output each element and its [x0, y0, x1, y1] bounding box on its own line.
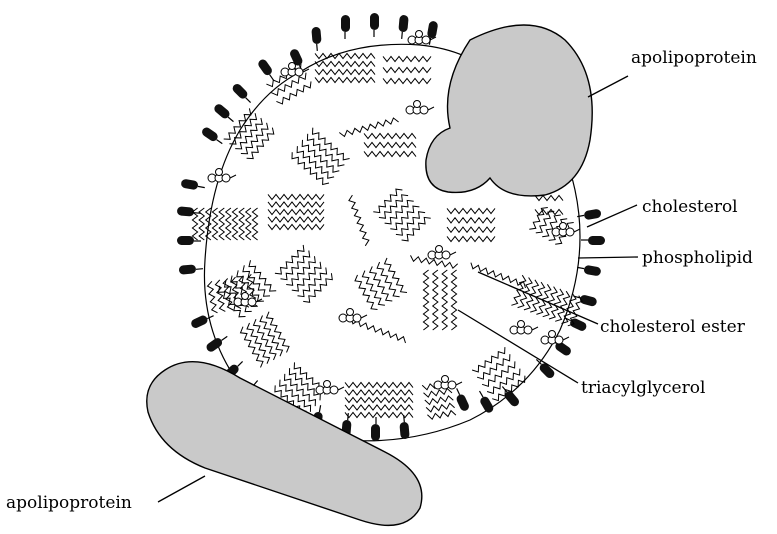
tail-bundle-7 [241, 312, 290, 368]
leader-phospholipid [578, 257, 638, 258]
cholesterol-9 [510, 321, 538, 335]
phospholipid-head-4 [398, 15, 409, 40]
cholesterol-7 [428, 246, 456, 260]
phospholipid-head-3 [370, 13, 379, 37]
cholesterol-10 [316, 381, 344, 395]
core-lipid-9 [364, 133, 416, 156]
label-cholesterol: cholesterol [642, 197, 738, 217]
tail-bundle-9 [345, 382, 413, 417]
core-lipid-7 [447, 208, 495, 241]
phospholipid-head-22 [399, 415, 410, 440]
tail-bundle-5 [192, 208, 257, 240]
core-lipid-4 [373, 189, 430, 241]
label-triacylglycerol: triacylglycerol [581, 378, 705, 398]
tail-bundle-13 [529, 208, 573, 245]
tail-bundle-1 [315, 53, 375, 82]
label-cholesterol-ester: cholesterol ester [600, 317, 746, 337]
core-lipid-8 [423, 270, 456, 330]
leader-apolipoprotein-top [588, 76, 628, 97]
phospholipid-head-28 [576, 263, 601, 276]
phospholipid-head-16 [205, 332, 230, 353]
phospholipid-head-9 [213, 102, 237, 124]
tail-bundle-14 [535, 195, 563, 214]
cholesterol-11 [434, 376, 462, 390]
cholesterol-4 [208, 169, 236, 183]
label-phospholipid: phospholipid [642, 248, 753, 268]
core-lipid-6 [355, 258, 407, 310]
leader-apolipoprotein-bottom [158, 476, 205, 502]
phospholipid-head-2 [341, 15, 350, 39]
tail-bundle-2 [383, 56, 431, 83]
label-apolipoprotein-top: apolipoprotein [631, 48, 757, 68]
phospholipid-head-29 [572, 292, 598, 307]
phospholipid-head-23 [452, 387, 470, 413]
phospholipid-head-26 [577, 208, 602, 221]
cholesterol-8 [339, 309, 367, 323]
tail-bundle-4 [224, 108, 274, 158]
core-lipid-1 [292, 128, 350, 185]
core-lipid-5 [275, 245, 332, 302]
phospholipid-head-14 [179, 264, 204, 275]
label-apolipoprotein-bottom: apolipoprotein [6, 493, 132, 513]
core-lipid-2 [268, 194, 324, 229]
cholesterol-12 [541, 331, 569, 345]
cholesterol-3 [406, 101, 434, 115]
phospholipid-head-11 [180, 179, 205, 192]
ester-chain-3 [471, 263, 526, 288]
phospholipid-head-21 [371, 417, 380, 441]
phospholipid-head-1 [311, 27, 322, 52]
phospholipid-head-27 [581, 236, 605, 245]
phospholipid-head-8 [231, 82, 254, 105]
phospholipid-head-10 [200, 126, 225, 147]
ester-chain-2 [349, 195, 369, 246]
phospholipid-head-7 [257, 58, 278, 83]
cholesterol-6 [552, 223, 580, 237]
ester-chain-1 [339, 118, 398, 137]
phospholipid-head-13 [177, 236, 201, 245]
